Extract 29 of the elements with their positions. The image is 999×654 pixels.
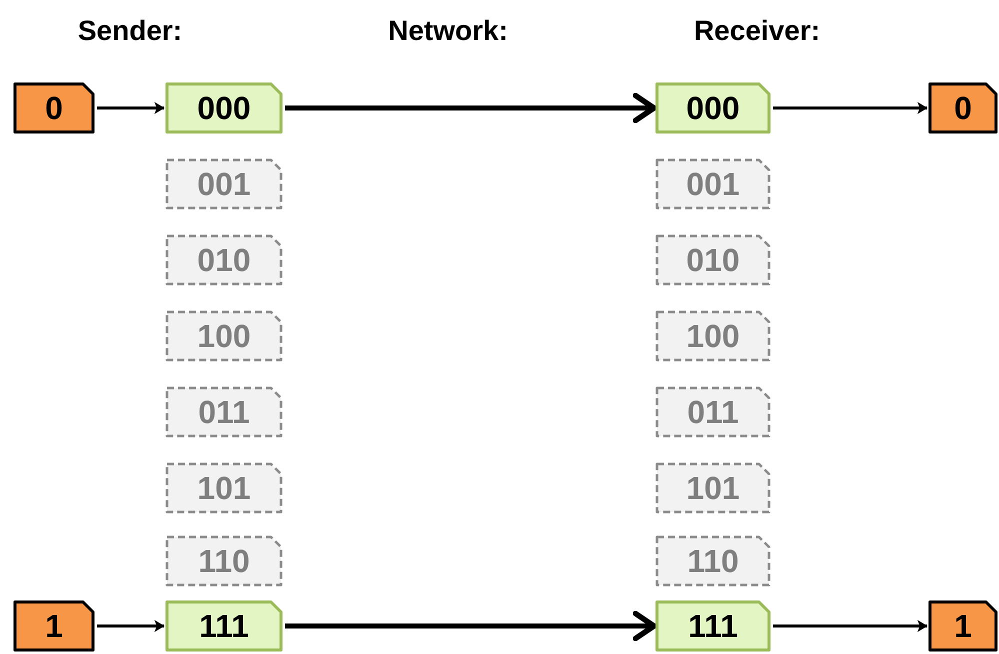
unused-codeword-box: 001: [655, 158, 771, 210]
unused-codeword-box: 100: [655, 310, 771, 362]
unused-codeword-box: 101: [165, 462, 283, 514]
unused-codeword-box: 011: [165, 386, 283, 438]
unused-codeword-box: 010: [655, 234, 771, 286]
arrow: [773, 102, 928, 114]
column-heading: Network:: [388, 14, 508, 48]
unused-codeword-box: 011: [655, 386, 771, 438]
unused-codeword-box: 110: [165, 535, 283, 587]
unused-codeword-box: 001: [165, 158, 283, 210]
bit-box: 0: [928, 82, 998, 134]
codeword-box: 111: [655, 600, 771, 652]
arrow: [97, 102, 165, 114]
codeword-box: 111: [165, 600, 283, 652]
codeword-box: 000: [165, 82, 283, 134]
arrow: [285, 610, 657, 642]
unused-codeword-box: 110: [655, 535, 771, 587]
arrow: [285, 92, 657, 124]
codeword-box: 000: [655, 82, 771, 134]
unused-codeword-box: 010: [165, 234, 283, 286]
arrow: [97, 620, 165, 632]
arrow: [773, 620, 928, 632]
bit-box: 0: [13, 82, 95, 134]
column-heading: Sender:: [78, 14, 182, 48]
unused-codeword-box: 100: [165, 310, 283, 362]
column-heading: Receiver:: [694, 14, 820, 48]
bit-box: 1: [13, 600, 95, 652]
unused-codeword-box: 101: [655, 462, 771, 514]
bit-box: 1: [928, 600, 998, 652]
